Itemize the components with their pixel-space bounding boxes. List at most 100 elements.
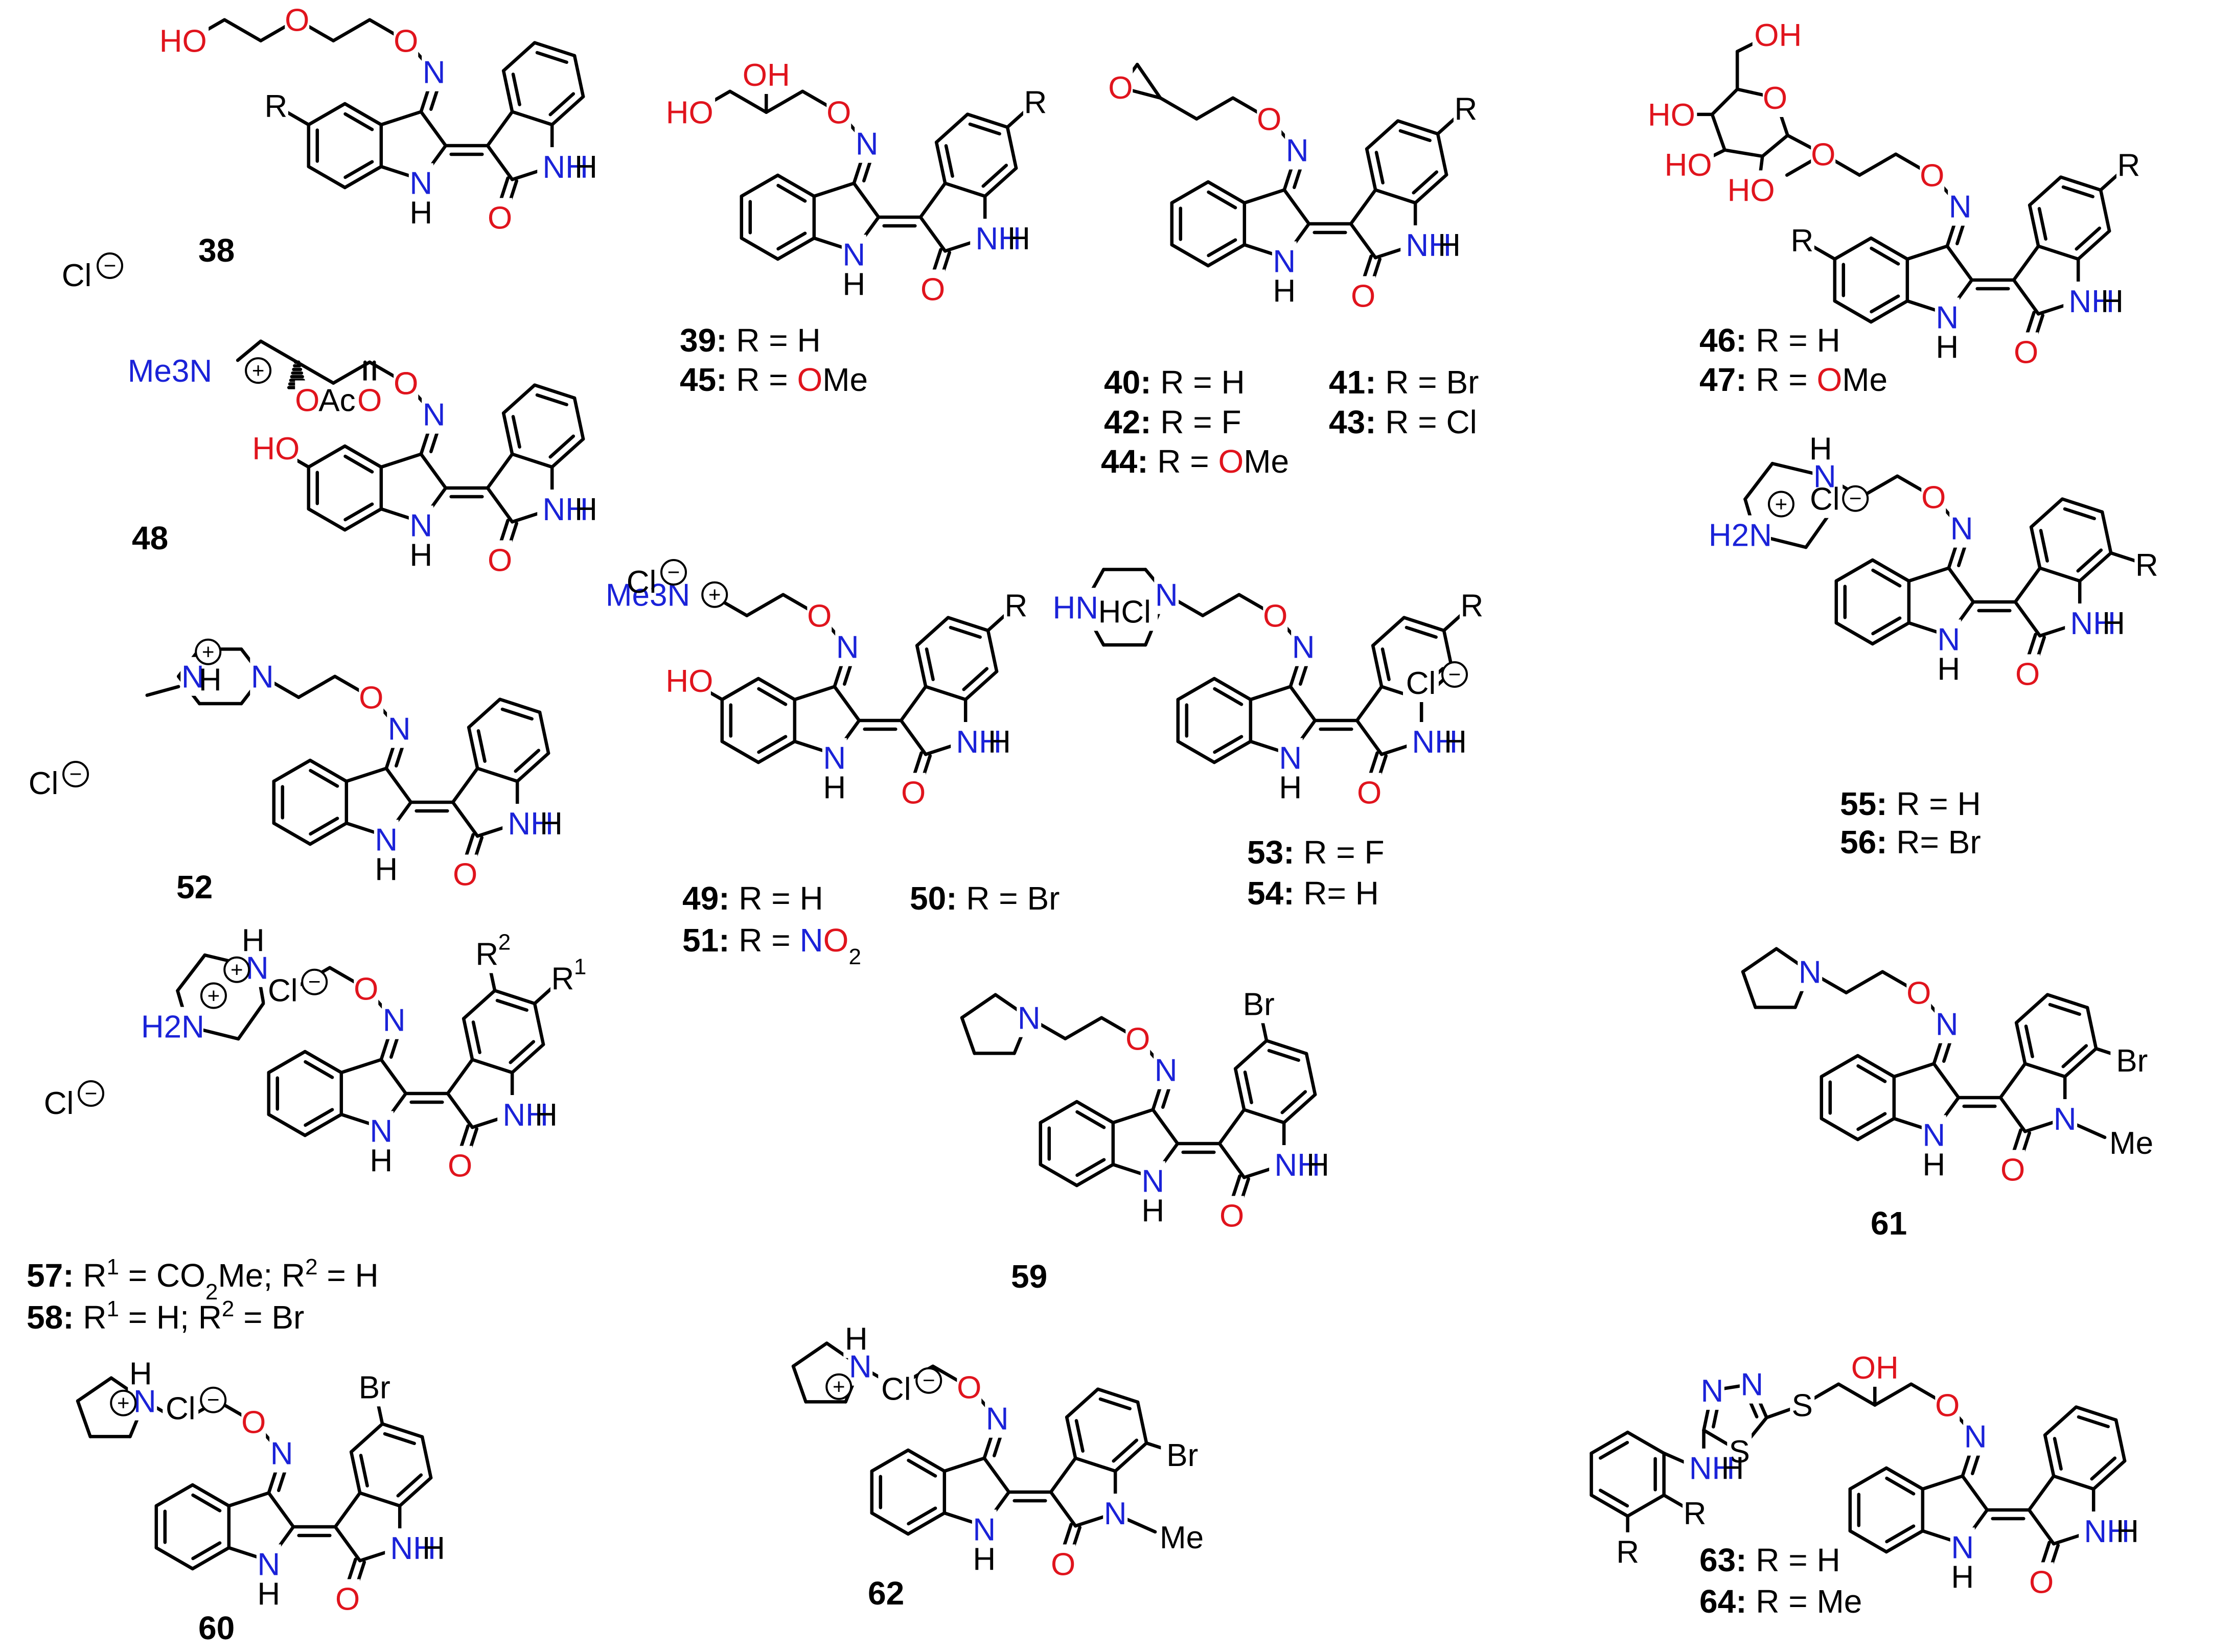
- cmpd-57-minus2: −: [85, 1081, 98, 1105]
- cmpd-61-bond: [1932, 1062, 1961, 1100]
- cmpd-52-N1p-H: NH: [508, 806, 554, 842]
- cmpd-55-right-benzo-bond: [2100, 510, 2113, 555]
- cmpd-60-carbonyl-O: O: [335, 1581, 360, 1617]
- cmpd-39-label: 39: R = H: [680, 322, 821, 359]
- cmpd-52-chain: [296, 674, 337, 699]
- cmpd-61-N1: N: [1922, 1118, 1945, 1153]
- cmpd-62-pyrrolidine-bond: [791, 1341, 828, 1368]
- cmpd-40-left-benzo-bond-inner: [1207, 190, 1237, 210]
- cmpd-57-left-benzo-bond: [267, 1050, 307, 1075]
- cmpd-63-chain: [1873, 1382, 1913, 1407]
- cmpd-61-oxime-N-mask: [1935, 1004, 1960, 1043]
- cmpd-55-oxime-N-mask: [1949, 508, 1974, 548]
- cmpd-59-right-benzo-bond: [1233, 1067, 1246, 1111]
- cmpd-59-left-benzo-bond: [1075, 1100, 1115, 1125]
- cmpd-49-right-benzo-bond: [924, 685, 968, 702]
- cmpd-49-N1p-H: NH: [956, 725, 1002, 760]
- cmpd-53-N1p-H: NH: [1412, 725, 1458, 760]
- cmpd-51-label: 51: R = NO2: [682, 922, 861, 969]
- cmpd-62-carbonyl-O: O: [1051, 1547, 1075, 1582]
- cmpd-55-R-mask: [2134, 545, 2159, 584]
- cmpd-48-left-benzo-bond-inner: [343, 502, 374, 522]
- cmpd-55-Cl2-mask: [1403, 663, 1439, 702]
- cmpd-61-N-mask: [1798, 952, 1823, 991]
- cmpd-63-right-benzo-bond: [2091, 1459, 2127, 1491]
- cmpd-62-oxime-O-mask: [957, 1367, 982, 1407]
- cmpd-52-right-benzo-bond: [538, 710, 550, 755]
- cmpd-49-Cl-mask: [624, 562, 659, 601]
- cmpd-46-R2: R: [1790, 223, 1813, 259]
- cmpd-61-left-benzo-bond: [1820, 1054, 1860, 1079]
- cmpd-49-oxime-N: N: [836, 630, 859, 665]
- cmpd-52-plus-circle: [195, 638, 222, 665]
- cmpd-38-left-benzo-bond: [307, 102, 347, 127]
- cmpd-40-carbonyl-O: O: [1351, 278, 1375, 314]
- cmpd-40-left-benzo-bond: [1206, 243, 1247, 268]
- cmpd-59-carbonyl-O: O: [1219, 1198, 1244, 1234]
- cmpd-49-carbonyl-O: O: [901, 775, 926, 810]
- cmpd-38-N1p-H-black: H: [574, 150, 597, 185]
- cmpd-39-right-benzo-bond: [934, 141, 947, 185]
- cmpd-39-left-benzo-bond: [740, 173, 780, 198]
- cmpd-57-minus2-circle: [78, 1080, 104, 1107]
- cmpd-60-right-benzo-bond-inner: [383, 1432, 416, 1446]
- cmpd-48-ester-carbonyl-O-mask: [357, 380, 382, 420]
- cmpd-60-right-benzo-bond: [380, 1422, 424, 1439]
- cmpd-39-oxime-O: O: [826, 96, 851, 131]
- cmpd-57-left-benzo-bond-inner: [304, 1108, 334, 1127]
- cmpd-59-right-benzo-bond-inner: [1280, 1090, 1307, 1114]
- cmpd-59-oxime-N-mask: [1154, 1050, 1179, 1089]
- cmpd-53-left-benzo-bond: [1176, 677, 1216, 702]
- cmpd-52-minus: −: [70, 762, 82, 786]
- cmpd-63-N1p-H-black: H: [2116, 1514, 2139, 1549]
- cmpd-59-left-benzo-bond-inner: [1075, 1158, 1106, 1177]
- cmpd-49-N1p-H-mask: [951, 722, 1007, 761]
- cmpd-62-Cl-mask: [878, 1369, 914, 1408]
- cmpd-59-N1-H-mask: [1140, 1191, 1165, 1230]
- cmpd-62-bond: [942, 1456, 986, 1473]
- cmpd-63-bond: [2027, 1474, 2056, 1512]
- cmpd-39-oxime-O-mask: [826, 92, 851, 132]
- cmpd-48-HO-mask: [254, 429, 297, 468]
- cmpd-38-chain: [222, 18, 263, 42]
- cmpd-40-bond: [1349, 222, 1377, 260]
- cmpd-52-right-benzo-bond: [467, 697, 502, 729]
- cmpd-57-piperazine-bond: [237, 1002, 265, 1041]
- cmpd-46-OH3: HO: [1665, 148, 1712, 183]
- cmpd-39-R: R: [1024, 85, 1047, 121]
- cmpd-59-N1p-H: NH: [1274, 1148, 1320, 1183]
- cmpd-55-left-benzo-bond: [1834, 558, 1875, 583]
- cmpd-48-carbonyl-O: O: [488, 543, 512, 578]
- cmpd-48-right-benzo-bond: [550, 437, 585, 469]
- cmpd-38-R: R: [264, 89, 287, 124]
- cmpd-55-bond: [1947, 566, 1975, 604]
- cmpd-60-left-benzo-bond: [191, 1546, 231, 1571]
- cmpd-62-left-benzo-bond: [906, 1511, 947, 1536]
- cmpd-59-N1: N: [1141, 1164, 1164, 1199]
- cmpd-59-N1p-H-mask: [1269, 1145, 1326, 1184]
- cmpd-63-N1p-H-mask: [2079, 1511, 2135, 1550]
- cmpd-52-left-benzo-bond-inner: [309, 817, 339, 836]
- cmpd-57-plus1-circle: [200, 982, 227, 1009]
- cmpd-63-phenyl-bond-inner: [1599, 1488, 1629, 1508]
- cmpd-52-right-benzo-bond: [515, 751, 550, 783]
- cmpd-63-phenyl-bond: [1590, 1430, 1629, 1455]
- cmpd-61-right-benzo-bond-inner: [2061, 1044, 2088, 1068]
- cmpd-53-carbonyl-O-mask: [1357, 773, 1382, 812]
- cmpd-38-right-benzo-bond: [550, 95, 585, 127]
- cmpd-59-right-benzo-bond-inner: [1243, 1071, 1253, 1104]
- cmpd-52-bond: [451, 766, 479, 804]
- cmpd-55-bond: [1907, 566, 1951, 583]
- cmpd-46-R2-mask: [1789, 221, 1814, 260]
- cmpd-46-right-benzo-bond: [2036, 244, 2080, 261]
- cmpd-38-bond: [486, 144, 514, 181]
- cmpd-62-plus: +: [833, 1375, 845, 1399]
- cmpd-63-oxime-O: O: [1935, 1388, 1960, 1424]
- cmpd-55-oxime-N: N: [1950, 511, 1973, 547]
- bond-layer: [76, 18, 2139, 1602]
- cmpd-63-oxime-N: N: [1964, 1420, 1987, 1455]
- cmpd-60-oxime-O-mask: [241, 1402, 266, 1441]
- cmpd-63-ring-S: S: [1729, 1434, 1750, 1470]
- cmpd-39-N1p-H-mask: [970, 219, 1027, 258]
- cmpd-57-plus1: +: [208, 984, 220, 1008]
